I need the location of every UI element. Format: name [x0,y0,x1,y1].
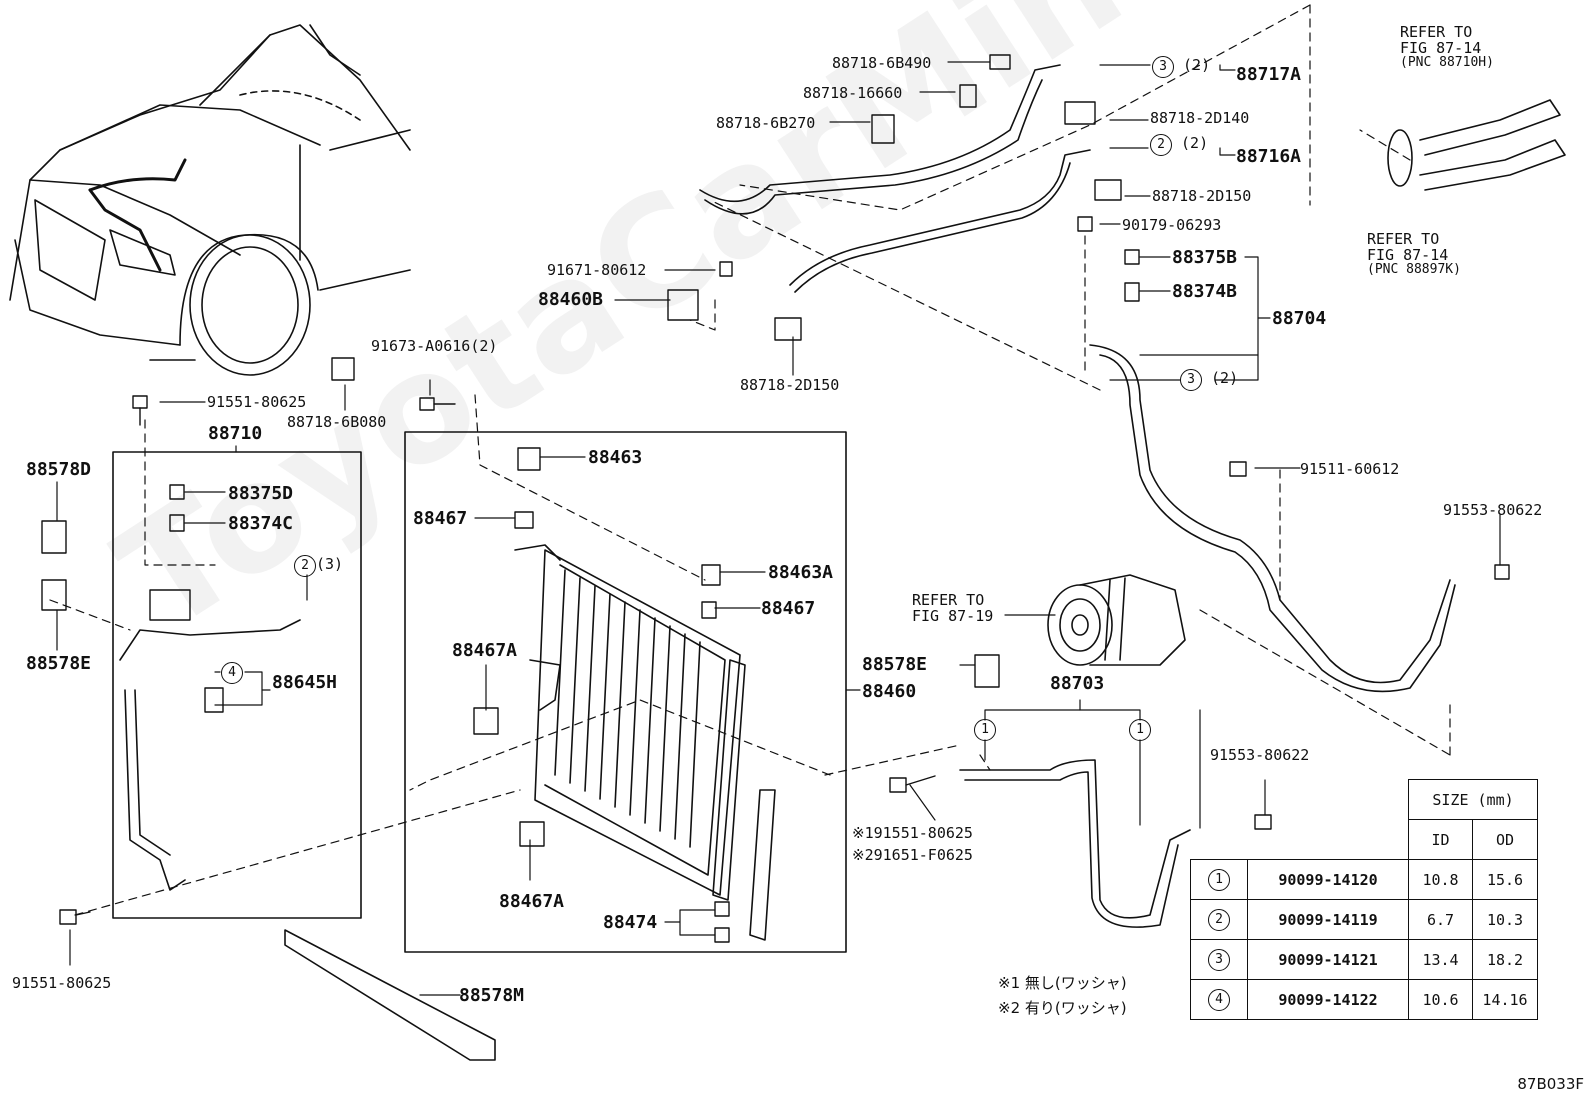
part-88718-2D150-b[interactable]: 88718-2D150 [740,376,840,394]
pipe-refer-part [1387,99,1566,191]
part-88374C[interactable]: 88374C [228,513,294,534]
part-88710[interactable]: 88710 [208,423,263,444]
part-88578M[interactable]: 88578M [459,985,525,1006]
part-88467-b[interactable]: 88467 [761,598,816,619]
part-88578E-b[interactable]: 88578E [862,654,928,675]
part-88718-16660[interactable]: 88718-16660 [803,84,903,102]
part-91673-A0616[interactable]: 91673-A0616(2) [371,337,498,355]
ring-ref-1-right: 1 [1129,719,1151,741]
part-88704[interactable]: 88704 [1272,308,1327,329]
part-91551-80625-b[interactable]: 91551-80625 [12,974,112,992]
ring-ref-3-a: 3 (2) [1152,56,1210,78]
88710-box [112,451,362,919]
hoses [119,64,1456,928]
part-88717A[interactable]: 88717A [1236,64,1302,85]
part-88718-2D140[interactable]: 88718-2D140 [1150,109,1250,127]
condenser [514,544,746,901]
88578M-panel [284,929,496,1061]
note-1: ※1 無し(ワッシャ) [998,974,1127,992]
part-88703[interactable]: 88703 [1050,673,1105,694]
part-88463A[interactable]: 88463A [768,562,834,583]
ring-ref-2-b: 2(3) [294,555,343,577]
part-88460B[interactable]: 88460B [538,289,604,310]
small-parts [41,54,1510,943]
ring-ref-4: 4 [221,662,243,684]
part-88716A[interactable]: 88716A [1236,146,1302,167]
part-88375B[interactable]: 88375B [1172,247,1238,268]
part-88467A-a[interactable]: 88467A [452,640,518,661]
note-2: ※2 有り(ワッシャ) [998,999,1127,1017]
part-88718-6B490[interactable]: 88718-6B490 [832,54,932,72]
size-header: SIZE (mm) [1408,779,1538,820]
part-88578E-a[interactable]: 88578E [26,653,92,674]
compressor [1047,574,1186,666]
part-88474[interactable]: 88474 [603,912,658,933]
part-88645H[interactable]: 88645H [272,672,338,693]
part-91511-60612[interactable]: 91511-60612 [1300,460,1400,478]
dashed-leaders [49,4,1451,916]
part-88467A-b[interactable]: 88467A [499,891,565,912]
part-91551-80625-a[interactable]: 91551-80625 [207,393,307,411]
ring-ref-2-a: 2 (2) [1150,134,1208,156]
part-88718-6B270[interactable]: 88718-6B270 [716,114,816,132]
part-90179-06293[interactable]: 90179-06293 [1122,216,1222,234]
part-star1-91551[interactable]: ※191551-80625 [852,824,973,842]
leaders [56,61,1501,996]
part-91553-80622-a[interactable]: 91553-80622 [1443,501,1543,519]
part-star2-91651[interactable]: ※291651-F0625 [852,846,973,864]
ring-ref-3-b: 3 (2) [1180,369,1238,391]
vehicle-sketch [9,24,411,376]
part-91553-80622-b[interactable]: 91553-80622 [1210,746,1310,764]
col-id: ID [1408,819,1473,860]
part-88578D[interactable]: 88578D [26,459,92,480]
part-91671-80612[interactable]: 91671-80612 [547,261,647,279]
part-88718-6B080[interactable]: 88718-6B080 [287,413,387,431]
part-88460[interactable]: 88460 [862,681,917,702]
part-88375D[interactable]: 88375D [228,483,294,504]
part-88374B[interactable]: 88374B [1172,281,1238,302]
part-88463[interactable]: 88463 [588,447,643,468]
part-88718-2D150-a[interactable]: 88718-2D150 [1152,187,1252,205]
diagram-code: 87B033F [1517,1075,1584,1093]
part-88467-a[interactable]: 88467 [413,508,468,529]
ring-ref-1-left: 1 [974,719,996,741]
88460-box [404,431,847,953]
col-od: OD [1472,819,1538,860]
